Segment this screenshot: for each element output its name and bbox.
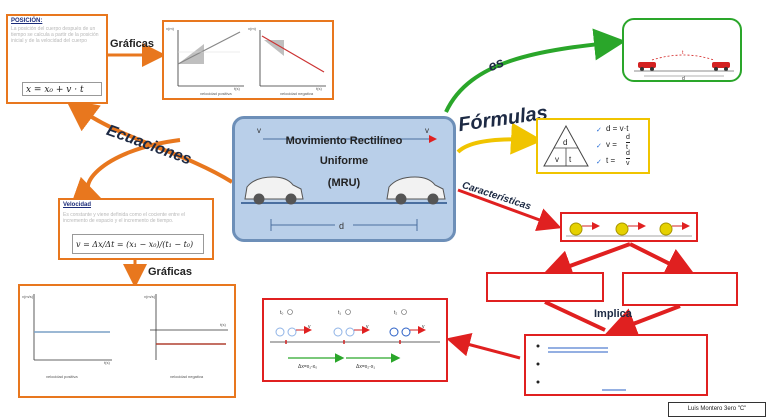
triangle-right: t: [569, 155, 572, 164]
svg-text:✓: ✓: [596, 143, 602, 150]
central-title-line2: Uniforme: [319, 155, 369, 167]
formula-t-num: d: [626, 150, 630, 159]
central-illustration: v v d: [241, 126, 447, 231]
graph-top-right-axis-y: x(m): [248, 26, 257, 31]
implica-list: [536, 344, 626, 391]
arrow-join-right: [604, 304, 681, 339]
motion-t0: t₀: [280, 310, 283, 316]
central-abbr: (MRU): [327, 177, 361, 189]
graph-bottom-right-axis-x: t(s): [220, 322, 226, 327]
formulas-box: d v t ✓ ✓ ✓ d = v·t v = d t t = d v: [536, 118, 650, 174]
central-distance-label: d: [339, 221, 344, 231]
implica-box: [524, 334, 708, 396]
svg-text:✓: ✓: [596, 127, 602, 134]
graph-bottom-left-axis-y: v(m/s): [22, 294, 34, 299]
es-car-right: [712, 62, 730, 71]
posicion-title: POSICIÓN:: [11, 18, 43, 24]
formula-v-den: t: [626, 144, 628, 151]
implica-label: Implica: [594, 308, 632, 320]
central-v-right: v: [425, 126, 429, 135]
arrow-caracteristicas: [457, 188, 562, 232]
characteristic-box-left: [486, 272, 604, 302]
formula-triangle: d v t ✓ ✓ ✓: [543, 124, 602, 167]
formula-t-den: v: [626, 160, 630, 167]
motion-illustration: t₀ t₁ t₂ v v v Δx=x₁-x₀ Δx=x₂-x₁: [270, 309, 440, 370]
arrow-formulas: [456, 122, 543, 155]
graficas-bottom-box: velocidad positiva t(s) v(m/s) velocidad…: [18, 284, 236, 398]
motion-box: t₀ t₁ t₂ v v v Δx=x₁-x₀ Δx=x₂-x₁: [262, 298, 448, 382]
sphere-1: [569, 222, 600, 236]
formula-t-lhs: t =: [606, 156, 616, 165]
graficas-top-box: velocidad positiva t(s) x(m) velocidad n…: [162, 20, 334, 100]
velocidad-formula: v = Δx/Δt = (x₁ − x₀)/(t₁ − t₀): [72, 234, 204, 254]
position-line-positive: [177, 31, 241, 65]
velocidad-box: Velocidad Es constante y viene definida …: [58, 198, 214, 260]
bike-1: [275, 327, 297, 337]
arrow-join-left: [544, 300, 606, 332]
graficas-top-label: Gráficas: [110, 38, 155, 50]
bike-2: [333, 327, 355, 337]
motion-t1: t₁: [338, 310, 341, 316]
bike-3: [389, 327, 411, 337]
central-v-left: v: [257, 126, 261, 135]
graph-bottom-left-axis-x: t(s): [104, 360, 110, 365]
graph-top-left-axis-y: x(m): [166, 26, 175, 31]
triangle-top: d: [563, 138, 567, 147]
graficas-bottom-label: Gráficas: [148, 266, 193, 278]
es-illustration: t d: [634, 50, 734, 80]
sphere-2: [615, 222, 646, 236]
position-time-graphs: velocidad positiva t(s) x(m) velocidad n…: [166, 26, 326, 96]
es-box: t d: [622, 18, 742, 82]
graph-top-left-caption: velocidad positiva: [200, 91, 232, 96]
motion-t2: t₂: [394, 310, 397, 316]
arrow-implica-motion: [446, 333, 521, 360]
motion-dx1: Δx=x₁-x₀: [298, 364, 317, 370]
es-car-left: [638, 62, 656, 71]
motion-v-2: v: [366, 324, 369, 330]
graph-top-left-axis-x: t(s): [234, 86, 240, 91]
graph-top-right-axis-x: t(s): [316, 86, 322, 91]
svg-text:✓: ✓: [596, 159, 602, 166]
graph-bottom-left-caption: velocidad positiva: [46, 374, 78, 379]
central-title-line1: Movimiento Rectilíneo: [285, 135, 403, 147]
velocity-time-graphs: velocidad positiva t(s) v(m/s) velocidad…: [22, 294, 228, 379]
posicion-box: POSICIÓN: La posición del cuerpo después…: [6, 14, 108, 104]
car-right: [386, 176, 446, 205]
formula-v-lhs: v =: [606, 140, 617, 149]
author-credit: Luis Montero 3ero "C": [668, 402, 766, 417]
posicion-formula: x = x₀ + v · t: [22, 82, 102, 96]
formula-d: d = v·t: [606, 124, 629, 133]
graph-bottom-right-axis-y: v(m/s): [144, 294, 156, 299]
central-mru-box: v v d Movimiento Rectilíneo Uniforme (MR…: [232, 116, 456, 242]
arrow-split-left: [540, 242, 631, 281]
position-line-negative: [261, 35, 325, 73]
arrow-es: [444, 28, 626, 113]
arrow-ecuaciones-velocidad: [70, 138, 181, 207]
arrow-split-right: [629, 242, 698, 278]
velocidad-text: Es constante y viene definida como el co…: [63, 212, 186, 224]
formula-v-num: d: [626, 134, 630, 143]
triangle-left: v: [555, 155, 559, 164]
motion-v-1: v: [308, 324, 311, 330]
car-left: [244, 176, 304, 205]
sphere-3: [659, 222, 690, 236]
spheres-box: [560, 212, 698, 242]
velocidad-title: Velocidad: [63, 202, 92, 208]
motion-dx2: Δx=x₂-x₁: [356, 364, 375, 370]
graph-top-right-caption: velocidad negativa: [280, 91, 314, 96]
es-t-label: t: [682, 50, 684, 56]
es-d-label: d: [682, 76, 685, 80]
spheres-illustration: [566, 222, 692, 237]
characteristic-box-right: [622, 272, 738, 306]
posicion-text: La posición del cuerpo después de un tie…: [11, 26, 99, 44]
motion-v-3: v: [422, 324, 425, 330]
graph-bottom-right-caption: velocidad negativa: [170, 374, 204, 379]
